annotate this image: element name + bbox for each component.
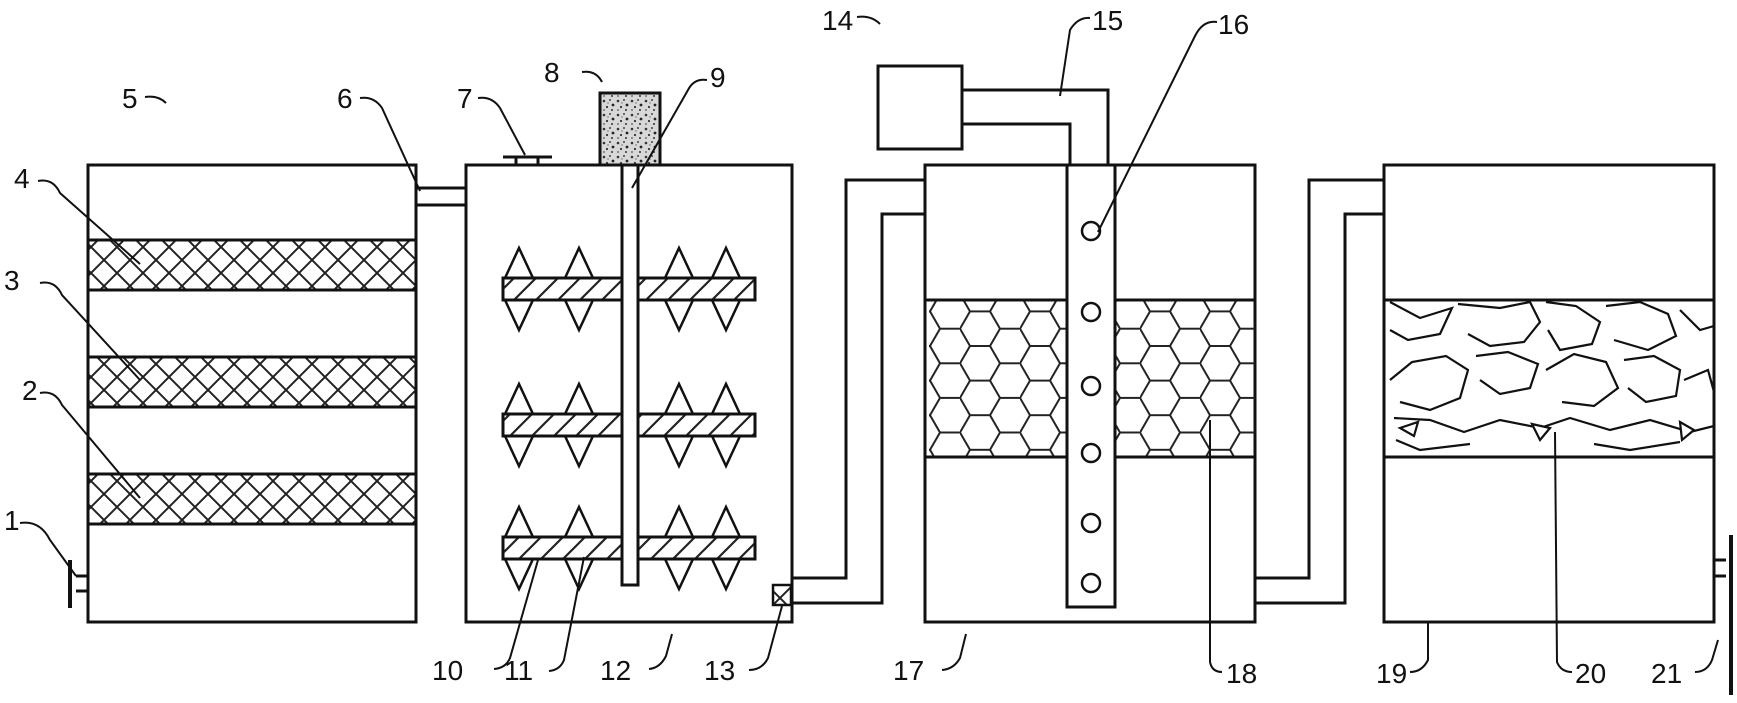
air-pipe <box>962 88 1110 165</box>
connecting-pipe-3-4 <box>1255 178 1384 605</box>
inlet-valve <box>68 560 88 608</box>
label-21: 21 <box>1651 658 1682 689</box>
label-7: 7 <box>457 83 473 114</box>
aeration-holes <box>1080 220 1102 594</box>
label-12: 12 <box>600 655 631 686</box>
label-14: 14 <box>822 5 853 36</box>
label-1: 1 <box>4 505 20 536</box>
label-3: 3 <box>4 265 20 296</box>
outlet-valve <box>771 583 793 607</box>
label-11: 11 <box>504 655 533 686</box>
label-2: 2 <box>22 375 38 406</box>
filter-layer-2 <box>86 472 418 526</box>
outlet-pipe <box>1714 535 1733 695</box>
label-8: 8 <box>544 57 560 88</box>
connecting-pipe-6 <box>416 186 466 207</box>
label-19: 19 <box>1376 658 1407 689</box>
hexagonal-media-left <box>929 300 1070 457</box>
label-4: 4 <box>14 163 30 194</box>
part-labels: 1 2 3 4 5 6 7 8 9 10 11 12 13 14 15 16 1… <box>4 5 1682 689</box>
air-pump <box>876 64 964 151</box>
motor <box>598 91 662 167</box>
stirring-tank <box>464 91 794 624</box>
label-20: 20 <box>1575 658 1606 689</box>
filter-tank <box>68 163 418 624</box>
label-18: 18 <box>1226 658 1257 689</box>
stone-media <box>1389 300 1716 452</box>
aeration-tank <box>923 163 1257 624</box>
connecting-pipe-2-3 <box>792 178 925 605</box>
label-5: 5 <box>122 83 138 114</box>
label-6: 6 <box>337 83 353 114</box>
filter-layer-4 <box>86 238 418 292</box>
filter-layer-3 <box>86 355 418 409</box>
hexagonal-media-right <box>1114 300 1255 457</box>
label-13: 13 <box>704 655 735 686</box>
stone-chips <box>1397 419 1696 443</box>
vent-fitting <box>503 155 552 165</box>
leader-lines <box>19 15 1719 673</box>
label-15: 15 <box>1092 5 1123 36</box>
label-10: 10 <box>432 655 463 686</box>
label-16: 16 <box>1218 9 1249 40</box>
label-17: 17 <box>893 655 924 686</box>
stone-filter-tank <box>1382 163 1733 695</box>
label-9: 9 <box>710 62 726 93</box>
